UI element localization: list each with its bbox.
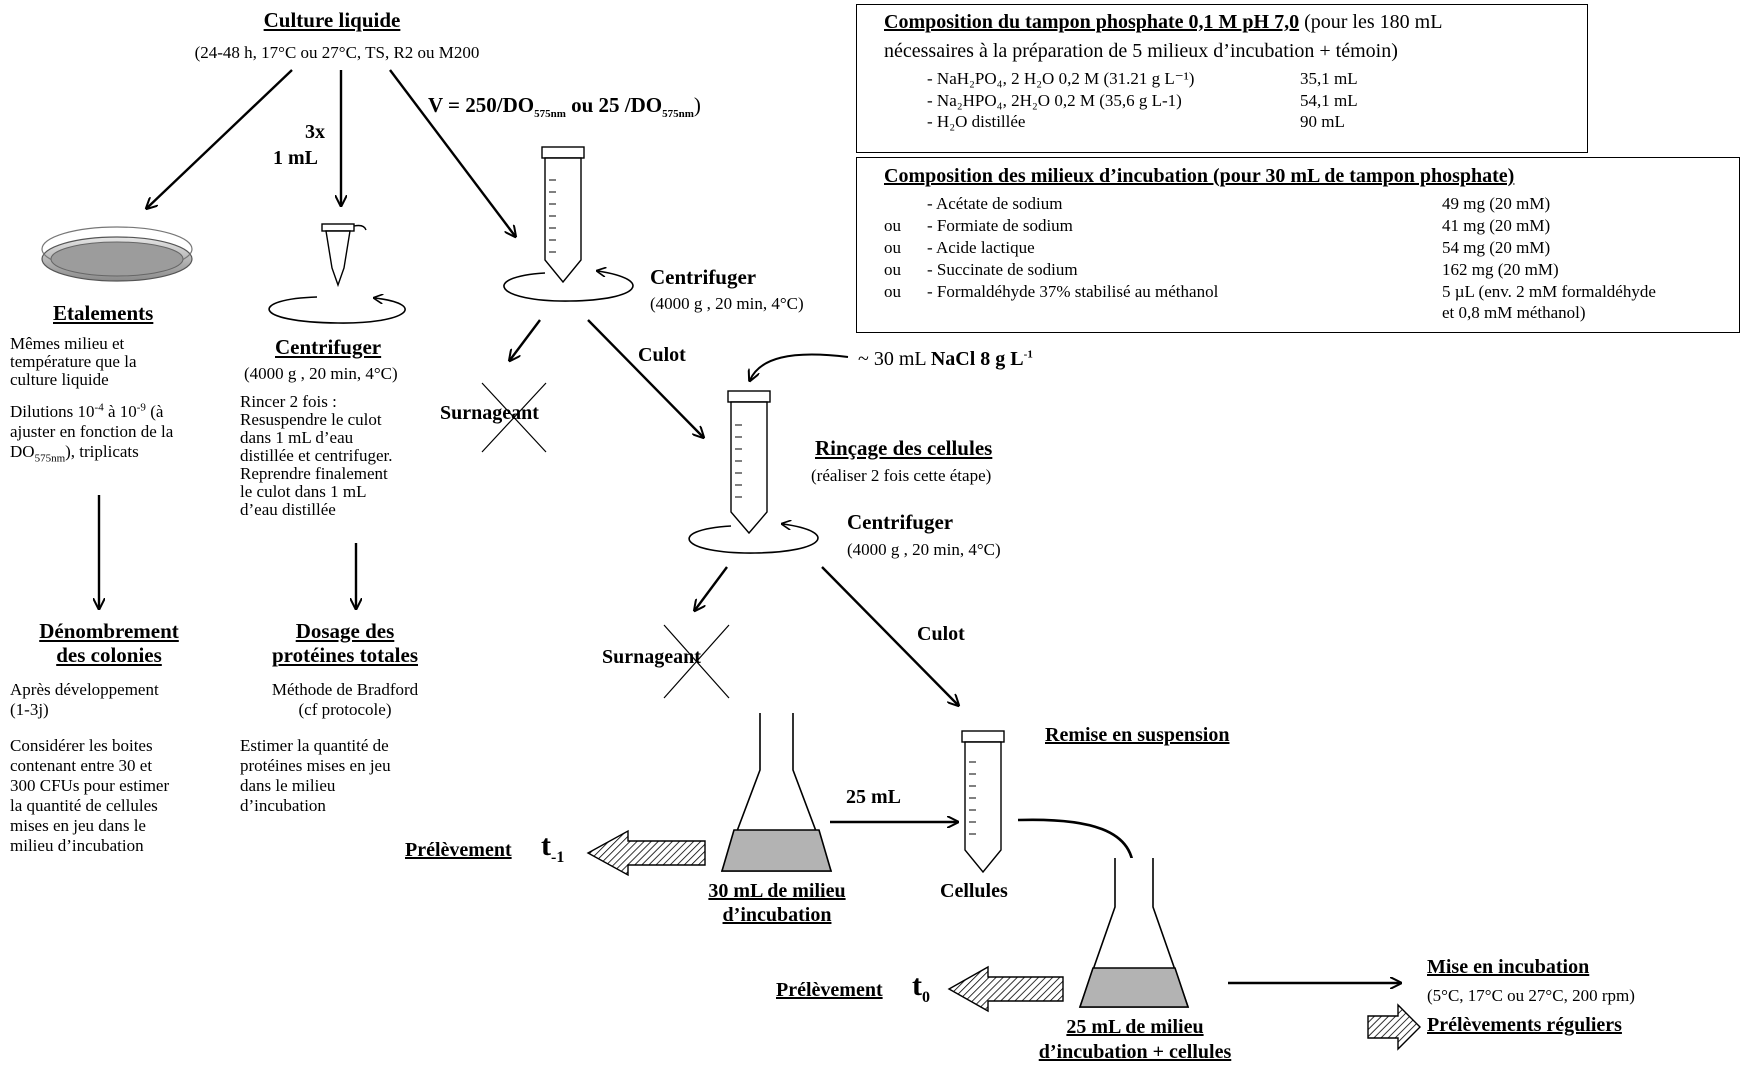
remise-title: Remise en suspension <box>1045 724 1230 746</box>
centrifuger-top-params: (4000 g , 20 min, 4°C) <box>650 294 804 313</box>
tampon-title-line2: nécessaires à la préparation de 5 milieu… <box>884 40 1398 62</box>
arrow-to-surnageant-1 <box>510 319 541 360</box>
cellules-label: Cellules <box>940 880 1008 902</box>
falcon-tube-icon <box>961 730 1005 874</box>
arrow-to-culot-1 <box>587 319 703 437</box>
milieux-composition-box: Composition des milieux d’incubation (po… <box>856 157 1740 333</box>
aliquot-volume: 1 mL <box>273 147 318 169</box>
hatched-arrow-t0 <box>947 965 1064 1013</box>
nacl-addition: ~ 30 mL NaCl 8 g L-1 <box>858 348 1033 370</box>
milieux-row: - Acétate de sodium <box>927 194 1063 213</box>
tampon-composition-box: Composition du tampon phosphate 0,1 M pH… <box>856 4 1588 153</box>
hatched-arrow-regular <box>1367 1003 1421 1051</box>
tampon-row: - NaH₂PO₄, 2 H₂O 0,2 M (31.21 g L⁻¹) <box>927 69 1195 88</box>
milieux-row-value-2: et 0,8 mM méthanol) <box>1442 303 1586 322</box>
rotation-arrow-icon <box>268 297 406 324</box>
milieux-row-value: 41 mg (20 mM) <box>1442 216 1551 235</box>
rotation-arrow-icon <box>688 524 819 554</box>
rincage-centrifuger: Centrifuger <box>847 510 954 534</box>
centrifuger-left-title: Centrifuger <box>275 335 382 359</box>
arrow-to-surnageant-2 <box>695 566 728 610</box>
milieux-row: - Succinate de sodium <box>927 260 1078 279</box>
erlenmeyer-flask-icon <box>720 713 833 872</box>
eppendorf-tube-icon <box>321 223 367 288</box>
surnageant-1-label: Surnageant <box>440 402 539 424</box>
volume-formula: V = 250/DO575nm ou 25 /DO575nm) <box>428 93 701 121</box>
tampon-row-value: 54,1 mL <box>1300 91 1358 110</box>
denombrement-title-1: Dénombrement <box>39 619 179 643</box>
milieux-row-prefix: ou <box>884 238 901 257</box>
arrow-to-culot-2 <box>821 566 958 705</box>
centrifuger-top-title: Centrifuger <box>650 265 757 289</box>
volume-25-label: 25 mL <box>846 786 901 808</box>
hatched-arrow-t-1 <box>586 829 706 877</box>
culture-title: Culture liquide <box>263 8 401 32</box>
petri-dish-icon <box>41 226 193 282</box>
tampon-row: - H₂O distillée <box>927 112 1026 131</box>
surnageant-2-label: Surnageant <box>602 646 701 668</box>
dosage-estimate: Estimer la quantité de protéines mises e… <box>240 736 391 815</box>
milieux-row-value: 5 µL (env. 2 mM formaldéhyde <box>1442 282 1656 301</box>
arrow-culture-to-tube <box>389 69 515 236</box>
milieux-row: - Formaldéhyde 37% stabilisé au méthanol <box>927 282 1219 301</box>
etalements-title: Etalements <box>53 301 154 325</box>
prelevement-t0-symbol: t0 <box>912 969 930 1006</box>
milieux-row-value: 162 mg (20 mM) <box>1442 260 1559 279</box>
rotation-arrow-icon <box>503 271 634 302</box>
dosage-title-1: Dosage des <box>295 619 395 643</box>
falcon-tube-icon <box>727 390 771 535</box>
milieux-row: - Formiate de sodium <box>927 216 1073 235</box>
milieux-row-prefix: ou <box>884 282 901 301</box>
incubation-regular-sampling: Prélèvements réguliers <box>1427 1014 1622 1036</box>
tampon-row-value: 90 mL <box>1300 112 1345 131</box>
dosage-method: Méthode de Bradford (cf protocole) <box>271 680 419 719</box>
culot-1-label: Culot <box>638 344 686 366</box>
centrifuger-left-params: (4000 g , 20 min, 4°C) <box>244 364 398 383</box>
milieux-row-value: 49 mg (20 mM) <box>1442 194 1551 213</box>
denombrement-criteria: Considérer les boites contenant entre 30… <box>10 736 170 855</box>
tampon-title: Composition du tampon phosphate 0,1 M pH… <box>884 11 1443 33</box>
incubation-title: Mise en incubation <box>1427 956 1590 978</box>
etalements-note: Mêmes milieu et température que la cultu… <box>10 334 137 389</box>
rincage-params: (4000 g , 20 min, 4°C) <box>847 540 1001 559</box>
arrow-nacl <box>750 353 849 380</box>
rincage-title: Rinçage des cellules <box>815 436 993 460</box>
milieu-30-line2: d’incubation <box>722 904 832 926</box>
discard-cross-icon <box>663 624 730 699</box>
milieu-25-line1: 25 mL de milieu <box>1066 1016 1204 1038</box>
culture-subtitle: (24-48 h, 17°C ou 27°C, TS, R2 ou M200 <box>194 43 480 62</box>
milieux-row-prefix: ou <box>884 216 901 235</box>
prelevement-t-1: Prélèvement <box>405 839 512 861</box>
milieux-title: Composition des milieux d’incubation (po… <box>884 165 1515 187</box>
tampon-row: - Na₂HPO₄, 2H₂O 0,2 M (35,6 g L-1) <box>927 91 1182 110</box>
falcon-tube-icon <box>541 146 585 284</box>
prelevement-t-1-symbol: t-1 <box>541 829 565 866</box>
milieux-row-value: 54 mg (20 mM) <box>1442 238 1551 257</box>
denombrement-delay: Après développement (1-3j) <box>10 680 159 719</box>
discard-cross-icon <box>481 382 547 453</box>
denombrement-title-2: des colonies <box>56 643 162 667</box>
centrifuger-left-instructions: Rincer 2 fois : Resuspendre le culot dan… <box>240 392 393 519</box>
prelevement-t0: Prélèvement <box>776 979 883 1001</box>
milieu-25-line2: d’incubation + cellules <box>1038 1041 1232 1063</box>
erlenmeyer-flask-icon <box>1078 858 1190 1008</box>
milieux-row: - Acide lactique <box>927 238 1035 257</box>
aliquot-count: 3x <box>305 121 325 143</box>
arrow-culture-to-etalements <box>147 69 293 208</box>
incubation-params: (5°C, 17°C ou 27°C, 200 rpm) <box>1427 986 1635 1005</box>
rincage-subtitle: (réaliser 2 fois cette étape) <box>811 466 992 485</box>
etalements-dilutions: Dilutions 10-4 à 10-9 (à ajuster en fonc… <box>10 401 174 465</box>
culot-2-label: Culot <box>917 623 965 645</box>
tampon-row-value: 35,1 mL <box>1300 69 1358 88</box>
milieux-row-prefix: ou <box>884 260 901 279</box>
dosage-title-2: protéines totales <box>271 643 418 667</box>
milieu-30-line1: 30 mL de milieu <box>708 880 846 902</box>
